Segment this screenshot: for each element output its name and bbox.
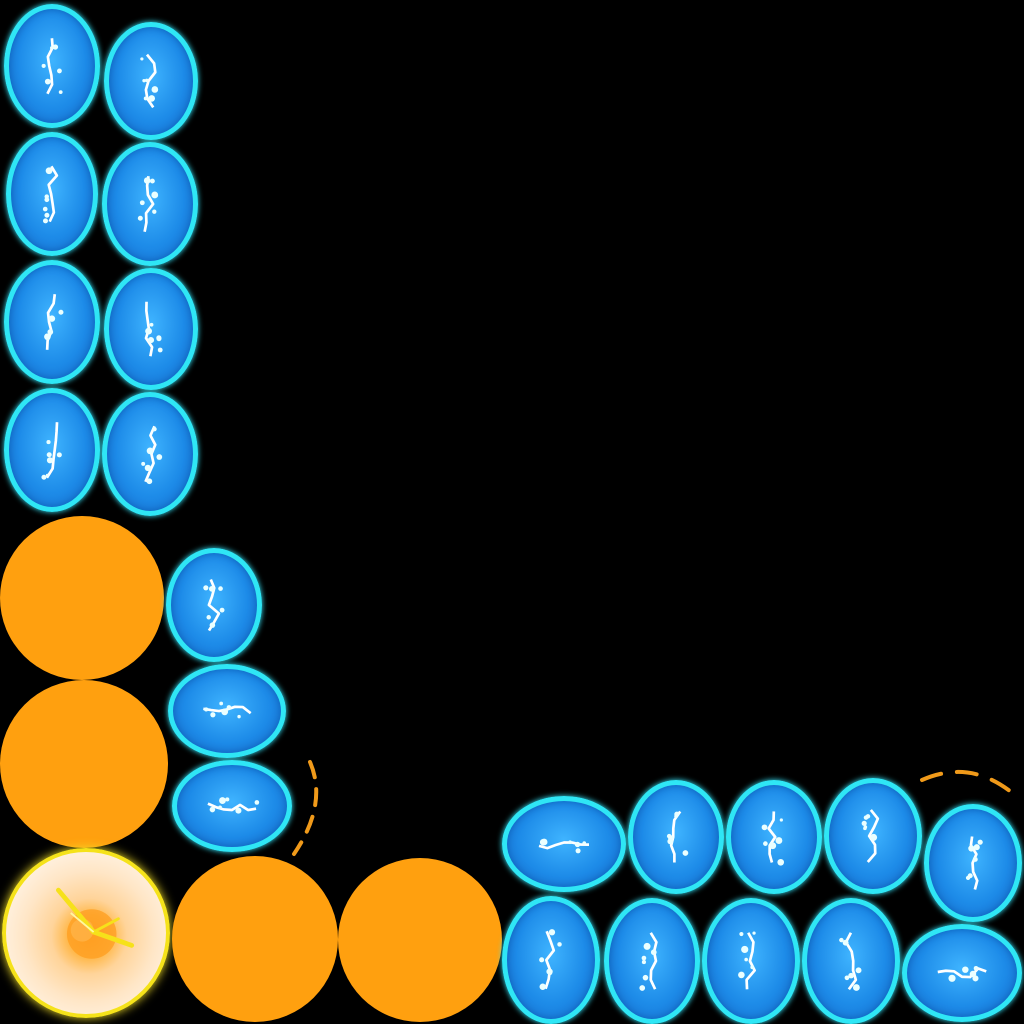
blue-egg-piece[interactable]: [924, 804, 1022, 922]
crackle-icon: [666, 810, 689, 863]
crackle-icon: [137, 176, 159, 233]
blue-egg-piece[interactable]: [604, 898, 700, 1024]
blue-egg-piece[interactable]: [4, 388, 100, 512]
blue-egg-piece[interactable]: [502, 896, 600, 1024]
crackle-icon: [44, 294, 64, 350]
crackle-icon: [203, 701, 252, 719]
crackle-icon: [207, 797, 260, 814]
blue-egg-piece[interactable]: [172, 760, 292, 852]
dashed-arc-marker-left: [292, 760, 319, 856]
blue-egg-piece[interactable]: [628, 780, 724, 894]
blue-egg-piece[interactable]: [104, 268, 198, 390]
blue-egg-piece[interactable]: [902, 924, 1022, 1022]
crackle-icon: [41, 38, 63, 95]
orange-orb-piece[interactable]: [338, 858, 502, 1022]
blue-egg-piece[interactable]: [6, 132, 98, 256]
blue-egg-piece[interactable]: [4, 4, 100, 128]
crackle-icon: [538, 838, 590, 854]
crackle-icon: [203, 578, 225, 632]
blue-egg-piece[interactable]: [102, 392, 198, 516]
crackle-icon: [539, 929, 562, 990]
blue-egg-piece[interactable]: [502, 796, 626, 892]
crackle-icon: [861, 809, 880, 863]
crackle-icon: [738, 931, 757, 990]
crackle-icon: [41, 422, 62, 480]
blue-egg-piece[interactable]: [702, 898, 800, 1024]
orange-orb-piece[interactable]: [0, 680, 168, 848]
blue-egg-piece[interactable]: [166, 548, 262, 662]
crackle-icon: [639, 932, 658, 991]
blue-egg-piece[interactable]: [168, 664, 286, 758]
crackle-icon: [965, 836, 983, 890]
dashed-arc-marker-right: [920, 769, 1018, 798]
blue-egg-piece[interactable]: [802, 898, 900, 1024]
crackle-icon: [761, 811, 785, 866]
crackle-icon: [141, 425, 163, 485]
blue-egg-piece[interactable]: [102, 142, 198, 266]
crackle-icon: [839, 932, 862, 991]
sparkle-icon: [56, 887, 135, 959]
glowing-orb-piece[interactable]: [2, 848, 170, 1018]
orange-orb-piece[interactable]: [172, 856, 338, 1022]
crackle-icon: [42, 165, 59, 224]
blue-egg-piece[interactable]: [4, 260, 100, 384]
blue-egg-piece[interactable]: [726, 780, 822, 894]
crackle-icon: [144, 301, 163, 357]
crackle-icon: [937, 965, 987, 982]
orange-orb-piece[interactable]: [0, 516, 164, 680]
blue-egg-piece[interactable]: [104, 22, 198, 140]
crackle-icon: [140, 53, 159, 109]
blue-egg-piece[interactable]: [824, 778, 922, 894]
